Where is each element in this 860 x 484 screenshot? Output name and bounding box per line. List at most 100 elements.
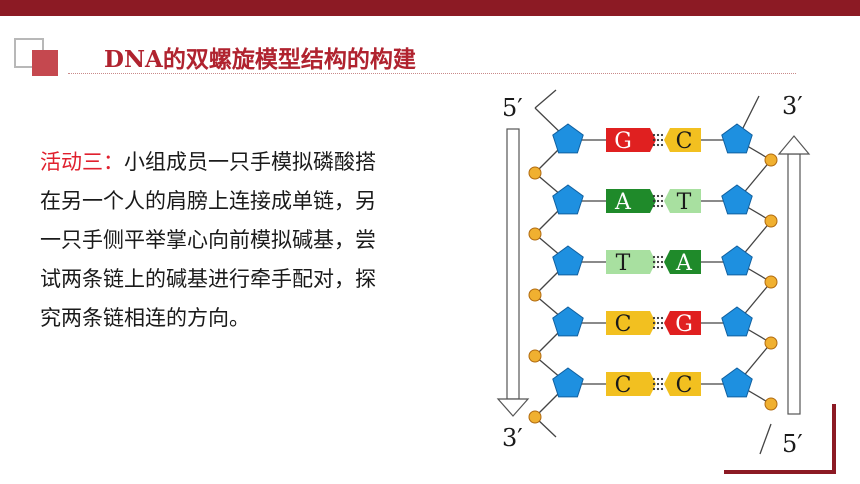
base-right-tip: [664, 311, 670, 335]
hydrogen-bond-dot: [660, 321, 664, 325]
hydrogen-bond-dot: [656, 199, 660, 203]
hydrogen-bond-dot: [652, 133, 656, 137]
hydrogen-bond-dot: [652, 326, 656, 330]
right-bottom-label: 5′: [782, 430, 803, 458]
hydrogen-bond-dot: [660, 265, 664, 269]
base-left: [606, 189, 650, 213]
base-left: [606, 250, 650, 274]
hydrogen-bond-dot: [660, 204, 664, 208]
phosphate-circle: [764, 153, 778, 167]
base-left-letter: T: [616, 251, 631, 276]
deoxyribose-pentagon: [552, 184, 584, 215]
left-strand-arrow: [496, 128, 530, 417]
hydrogen-bond-dot: [656, 387, 660, 391]
phosphate-circle: [528, 410, 542, 424]
base-right-letter: A: [675, 251, 693, 276]
base-right: [670, 372, 701, 396]
phosphate-circle: [528, 288, 542, 302]
hydrogen-bond-dot: [652, 382, 656, 386]
base-right: [670, 250, 701, 274]
phosphate-circle: [764, 275, 778, 289]
hydrogen-bond-dot: [660, 194, 664, 198]
base-left: [606, 372, 650, 396]
base-right-letter: T: [677, 190, 692, 215]
hydrogen-bond-dot: [656, 204, 660, 208]
activity-line-1: 小组成员一只手模拟磷酸搭: [124, 150, 376, 174]
base-right: [670, 189, 701, 213]
hydrogen-bond-dot: [652, 387, 656, 391]
hydrogen-bond-dot: [660, 133, 664, 137]
activity-line-5: 究两条链相连的方向。: [40, 306, 250, 330]
hydrogen-bond-dot: [656, 194, 660, 198]
hydrogen-bond-dot: [652, 255, 656, 259]
corner-accent-vertical: [832, 404, 836, 474]
hydrogen-bond-dot: [652, 204, 656, 208]
phosphate-circle: [528, 349, 542, 363]
top-bar: [0, 0, 860, 16]
title-deco-filled-square: [32, 50, 58, 76]
hydrogen-bond-dot: [660, 387, 664, 391]
activity-text: 活动三：小组成员一只手模拟磷酸搭在另一个人的肩膀上连接成单链，另一只手侧平举掌心…: [40, 143, 440, 338]
phosphate-circle: [764, 336, 778, 350]
hydrogen-bond-dot: [656, 265, 660, 269]
base-right-tip: [664, 372, 670, 396]
corner-accent-horizontal: [724, 470, 836, 474]
hydrogen-bond-dot: [652, 260, 656, 264]
hydrogen-bond-dot: [656, 321, 660, 325]
hydrogen-bond-dot: [660, 377, 664, 381]
hydrogen-bond-dot: [652, 199, 656, 203]
base-left: [606, 311, 650, 335]
base-right-tip: [664, 189, 670, 213]
base-left-letter: A: [614, 190, 632, 215]
phosphate-circle: [528, 227, 542, 241]
hydrogen-bond-dot: [656, 133, 660, 137]
hydrogen-bond-dot: [656, 326, 660, 330]
deoxyribose-pentagon: [721, 123, 753, 154]
activity-label: 活动三：: [40, 150, 124, 174]
left-top-label: 5′: [502, 94, 523, 122]
hydrogen-bond-dot: [652, 321, 656, 325]
hydrogen-bond-dot: [652, 265, 656, 269]
hydrogen-bond-dot: [656, 382, 660, 386]
base-right-letter: G: [675, 312, 693, 337]
phosphate-circle: [528, 166, 542, 180]
hydrogen-bond-dot: [656, 260, 660, 264]
right-top-label: 3′: [782, 92, 803, 120]
deoxyribose-pentagon: [552, 245, 584, 276]
hydrogen-bond-dot: [656, 377, 660, 381]
hydrogen-bond-dot: [660, 326, 664, 330]
hydrogen-bond-dot: [652, 194, 656, 198]
left-bottom-label: 3′: [502, 424, 523, 452]
hydrogen-bond-dot: [652, 143, 656, 147]
hydrogen-bond-dot: [660, 199, 664, 203]
title-rule: [68, 73, 796, 74]
left-backbone-end: [534, 89, 557, 109]
activity-line-3: 一只手侧平举掌心向前模拟碱基，尝: [40, 228, 376, 252]
right-backbone-end: [759, 423, 772, 455]
phosphate-circle: [764, 397, 778, 411]
base-left-letter: C: [615, 312, 632, 337]
deoxyribose-pentagon: [721, 245, 753, 276]
deoxyribose-pentagon: [721, 367, 753, 398]
base-right-tip: [664, 128, 670, 152]
hydrogen-bond-dot: [660, 316, 664, 320]
hydrogen-bond-dot: [660, 382, 664, 386]
hydrogen-bond-dot: [652, 138, 656, 142]
hydrogen-bond-dot: [652, 316, 656, 320]
base-left: [606, 128, 650, 152]
activity-line-4: 试两条链上的碱基进行牵手配对，探: [40, 267, 376, 291]
base-right: [670, 128, 701, 152]
deoxyribose-pentagon: [552, 306, 584, 337]
hydrogen-bond-dot: [660, 260, 664, 264]
deoxyribose-pentagon: [721, 184, 753, 215]
activity-line-2: 在另一个人的肩膀上连接成单链，另: [40, 189, 376, 213]
base-right: [670, 311, 701, 335]
base-left-letter: G: [614, 129, 632, 154]
slide-title: DNA的双螺旋模型结构的构建: [104, 46, 416, 73]
right-strand-arrow: [777, 135, 811, 415]
deoxyribose-pentagon: [552, 123, 584, 154]
deoxyribose-pentagon: [552, 367, 584, 398]
hydrogen-bond-dot: [660, 143, 664, 147]
